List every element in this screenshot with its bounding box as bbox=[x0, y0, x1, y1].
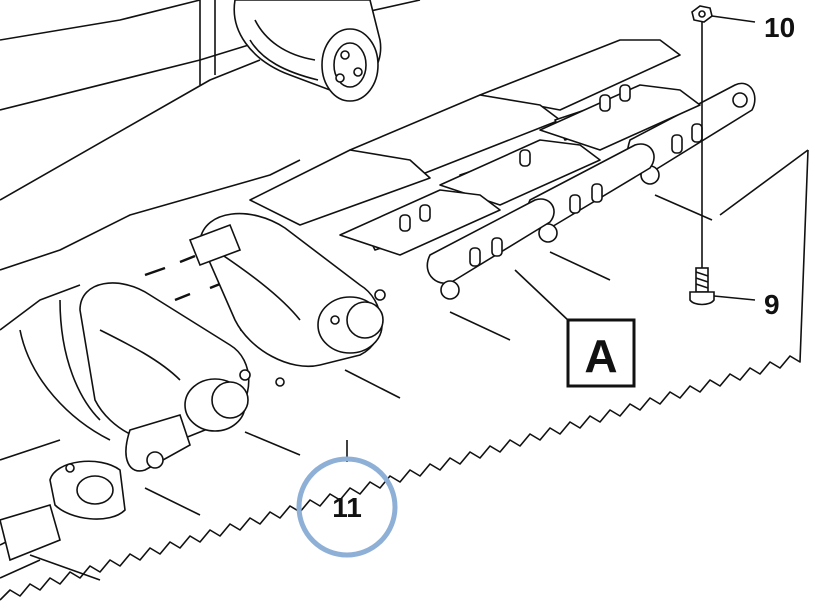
callout-11-highlight: 11 bbox=[296, 456, 398, 558]
callout-11: 11 bbox=[332, 492, 362, 523]
detail-box-letter: A bbox=[584, 330, 617, 382]
track-frame bbox=[0, 0, 421, 461]
upper-roller bbox=[233, 0, 382, 102]
track-chain-links bbox=[249, 39, 756, 300]
lower-left-bracket bbox=[0, 460, 126, 562]
bolt-icon bbox=[689, 267, 715, 306]
callout-9: 9 bbox=[764, 289, 780, 320]
nut-icon bbox=[691, 5, 713, 23]
callout-10: 10 bbox=[764, 12, 795, 43]
lower-roller-front bbox=[188, 212, 386, 368]
detail-box-a: A bbox=[566, 318, 636, 388]
lower-roller-rear bbox=[79, 282, 285, 472]
